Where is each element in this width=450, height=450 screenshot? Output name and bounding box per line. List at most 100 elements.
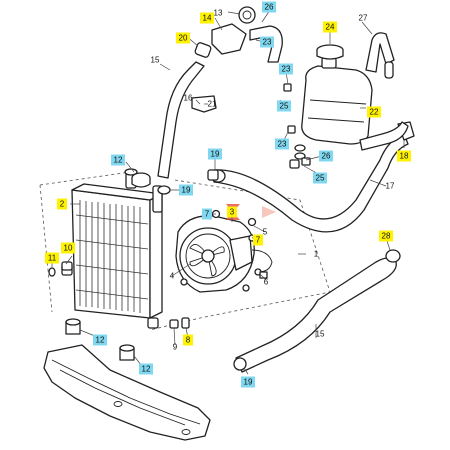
callout-highlight [176, 32, 190, 44]
callout-number: 12 [142, 365, 151, 374]
callout-number: 18 [400, 152, 409, 161]
callout-17: 17 [386, 182, 395, 191]
callout-highlight [313, 172, 327, 184]
callout-12: 12 [111, 154, 125, 166]
callout-7: 7 [202, 208, 212, 220]
callout-number: 28 [382, 232, 391, 241]
callout-highlight [253, 234, 263, 246]
callout-number: 15 [316, 330, 325, 339]
hose-clamp-28 [385, 249, 401, 263]
bolt-8 [181, 317, 190, 329]
callout-19: 19 [179, 184, 193, 196]
callout-highlight [183, 334, 193, 346]
fan-wire [251, 249, 273, 273]
overflow-hose [359, 121, 409, 151]
callout-10: 10 [61, 242, 75, 254]
callout-highlight [277, 100, 291, 112]
tank-grommet-25 [289, 159, 300, 169]
callout-9: 9 [173, 343, 178, 352]
callout-highlight [57, 198, 67, 210]
callout-number: 2 [60, 200, 65, 209]
callout-number: 15 [151, 56, 160, 65]
callout-number: 27 [359, 14, 368, 23]
lower-shroud-edge [51, 359, 201, 425]
lower-shroud [43, 344, 211, 441]
callout-7: 7 [253, 234, 263, 246]
callout-number: 4 [170, 272, 175, 281]
callout-highlight [61, 242, 75, 254]
callout-2: 2 [57, 198, 67, 210]
callout-24: 24 [323, 21, 337, 33]
callout-number: 12 [114, 156, 123, 165]
callout-highlight [397, 150, 411, 162]
callout-number: 12 [96, 336, 105, 345]
callout-number: 21 [208, 100, 217, 109]
shroud-bolt-hole [181, 429, 191, 435]
callout-19: 19 [241, 376, 255, 388]
callout-highlight [111, 154, 125, 166]
callout-highlight [323, 21, 337, 33]
callout-number: 7 [256, 236, 261, 245]
callout-number: 10 [64, 244, 73, 253]
mount-grommet-lower [119, 344, 135, 361]
callout-16: 16 [184, 94, 193, 103]
callout-highlight [202, 208, 212, 220]
callout-highlight [93, 334, 107, 346]
callout-highlight [241, 376, 255, 388]
callout-number: 5 [263, 228, 268, 237]
radiator-cap [131, 172, 151, 188]
callout-13: 13 [214, 9, 223, 18]
fan-nut [259, 271, 268, 279]
callout-number: 19 [182, 186, 191, 195]
callout-number: 3 [230, 208, 235, 217]
callout-18: 18 [397, 150, 411, 162]
callout-highlight [208, 148, 222, 160]
callout-21: 21 [208, 100, 217, 109]
callout-23: 23 [279, 63, 293, 75]
callout-4: 4 [170, 272, 175, 281]
callout-number: 19 [211, 150, 220, 159]
callout-25: 25 [313, 172, 327, 184]
bolt-10 [61, 261, 73, 271]
callout-highlight [262, 1, 276, 13]
callout-number: 23 [263, 38, 272, 47]
radiator [61, 168, 163, 329]
callout-12: 12 [139, 363, 153, 375]
callout-number: 23 [282, 65, 291, 74]
callout-11: 11 [45, 252, 59, 264]
upper-radiator-hose [157, 61, 205, 179]
callout-8: 8 [183, 334, 193, 346]
callout-number: 8 [186, 336, 191, 345]
callout-highlight [179, 184, 193, 196]
breather-hose-end [384, 61, 394, 79]
callout-number: 6 [264, 278, 269, 287]
callout-number: 23 [278, 140, 287, 149]
callout-12: 12 [93, 334, 107, 346]
cooling-fan-assembly [175, 215, 273, 293]
radiator-filler-lip [124, 168, 138, 176]
callout-number: 20 [179, 34, 188, 43]
coolant-reservoir-tank [301, 57, 373, 145]
callout-5: 5 [263, 228, 268, 237]
callout-26: 26 [262, 1, 276, 13]
callout-number: 9 [173, 343, 178, 352]
callout-27: 27 [359, 14, 368, 23]
callout-highlight [45, 252, 59, 264]
fan-washer [180, 278, 188, 286]
collar-9 [169, 319, 179, 329]
fan-hub [201, 249, 215, 263]
callout-1: 1 [314, 250, 319, 259]
callout-number: 14 [203, 14, 212, 23]
grommet-19 [207, 169, 219, 181]
callout-number: 11 [48, 254, 57, 263]
callout-6: 6 [264, 278, 269, 287]
tank-collar [294, 144, 306, 152]
callout-number: 7 [205, 210, 210, 219]
callout-14: 14 [200, 12, 214, 24]
callout-20: 20 [176, 32, 190, 44]
callout-highlight [275, 138, 289, 150]
callout-number: 16 [184, 94, 193, 103]
radiator-core-face [71, 189, 151, 319]
callout-25: 25 [277, 100, 291, 112]
callout-highlight [139, 363, 153, 375]
